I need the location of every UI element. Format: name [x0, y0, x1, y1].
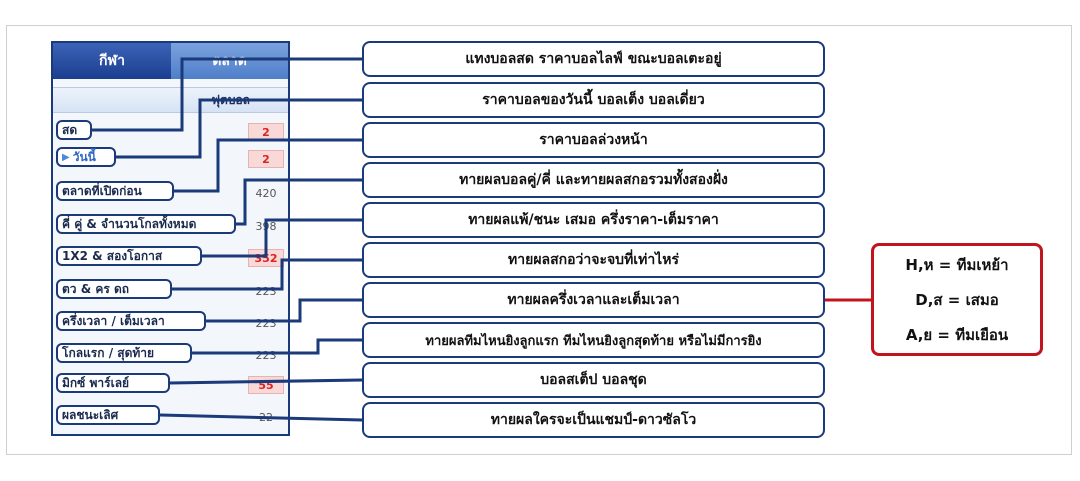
menu-item-label: มิกซ์ พาร์เลย์ — [62, 375, 130, 390]
menu-item-label: โกลแรก / สุดท้าย — [62, 345, 155, 360]
menu-item-count: 2 — [248, 150, 284, 168]
menu-item-label: 1X2 & สองโอกาส — [62, 248, 163, 263]
callout-1: แทงบอลสด ราคาบอลไลฟ์ ขณะบอลเตะอยู่ — [362, 41, 825, 77]
menu-item-count: 223 — [255, 348, 277, 362]
tab-sports[interactable]: กีฬา — [53, 43, 171, 79]
callout-7: ทายผลครึ่งเวลาและเต็มเวลา — [362, 282, 825, 318]
menu-item-4[interactable]: คี่ คู่ & จำนวนโกลทั้งหมด — [56, 214, 236, 234]
menu-item-label: คี่ คู่ & จำนวนโกลทั้งหมด — [62, 216, 197, 231]
menu-item-label: วันนี้ — [72, 149, 96, 164]
menu-item-count: 420 — [255, 186, 277, 200]
legend-home: H,ห = ทีมเหย้า — [905, 255, 1009, 274]
callout-10: ทายผลใครจะเป็นแชมป์-ดาวซัลโว — [362, 402, 825, 438]
menu-item-count: 22 — [259, 410, 273, 424]
callout-5: ทายผลแพ้/ชนะ เสมอ ครึ่งราคา-เต็มราคา — [362, 202, 825, 238]
menu-item-10[interactable]: ผลชนะเลิศ — [56, 405, 160, 425]
menu-item-label: ตว & คร ดถ — [62, 281, 130, 296]
callout-4: ทายผลบอลคู่/คี่ และทายผลสกอรวมทั้งสองฝั่… — [362, 162, 825, 198]
menu-item-9[interactable]: มิกซ์ พาร์เลย์ — [56, 373, 170, 393]
active-arrow-icon: ▶ — [62, 151, 70, 163]
callout-9: บอลสเต็ป บอลชุด — [362, 362, 825, 398]
menu-item-count: 55 — [248, 376, 284, 394]
menu-item-label: ผลชนะเลิศ — [62, 407, 119, 422]
legend-away: A,ย = ทีมเยือน — [905, 325, 1009, 344]
tab-market[interactable]: ตลาด — [171, 43, 288, 79]
menu-item-count: 223 — [255, 284, 277, 298]
legend-draw: D,ส = เสมอ — [915, 290, 999, 309]
menu-item-5[interactable]: 1X2 & สองโอกาส — [56, 246, 202, 266]
menu-item-2[interactable]: ▶วันนี้ — [56, 147, 116, 167]
menu-item-8[interactable]: โกลแรก / สุดท้าย — [56, 343, 192, 363]
menu-item-1[interactable]: สด — [56, 120, 92, 140]
menu-item-3[interactable]: ตลาดที่เปิดก่อน — [56, 181, 174, 201]
menu-item-count: 352 — [248, 249, 284, 267]
menu-item-count: 398 — [255, 219, 277, 233]
menu-item-7[interactable]: ครึ่งเวลา / เต็มเวลา — [56, 311, 206, 331]
menu-item-count: 2 — [248, 123, 284, 141]
menu-item-label: ครึ่งเวลา / เต็มเวลา — [62, 313, 165, 328]
callout-8: ทายผลทีมไหนยิงลูกแรก ทีมไหนยิงลูกสุดท้าย… — [362, 322, 825, 358]
menu-item-6[interactable]: ตว & คร ดถ — [56, 279, 172, 299]
callout-3: ราคาบอลล่วงหน้า — [362, 122, 825, 158]
callout-2: ราคาบอลของวันนี้ บอลเต็ง บอลเดี่ยว — [362, 82, 825, 118]
menu-item-label: สด — [62, 122, 78, 137]
section-header-football: ฟุตบอล — [53, 87, 288, 113]
legend-box: H,ห = ทีมเหย้า D,ส = เสมอ A,ย = ทีมเยือน — [871, 243, 1043, 356]
menu-item-count: 223 — [255, 316, 277, 330]
callout-6: ทายผลสกอว่าจะจบที่เท่าไหร่ — [362, 242, 825, 278]
menu-item-label: ตลาดที่เปิดก่อน — [62, 183, 142, 198]
